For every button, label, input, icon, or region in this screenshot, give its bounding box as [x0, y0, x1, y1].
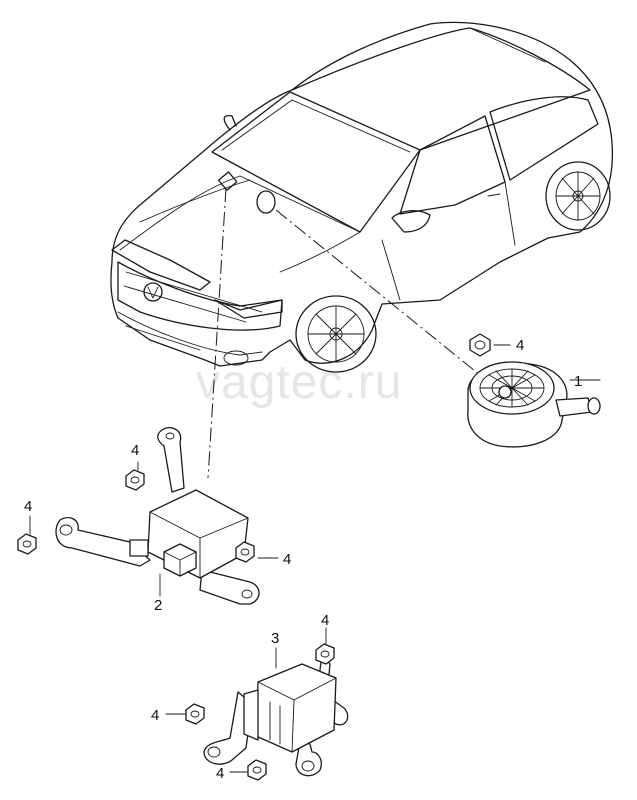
watermark-text: vagtec.ru [196, 356, 402, 409]
vw-logo-icon [143, 282, 163, 302]
nut-icon [185, 703, 205, 725]
callout-nut: 4 [151, 707, 159, 724]
callout-part-3: 3 [271, 630, 279, 647]
sensor-marker-circle [256, 190, 276, 214]
nut-icon [469, 333, 491, 357]
sensor-marker-square [217, 171, 238, 191]
nut-icon [247, 759, 267, 781]
leader-line-control-unit [207, 187, 227, 479]
nut-icon [125, 469, 145, 491]
callout-nut: 4 [24, 498, 32, 515]
callout-nut: 4 [216, 765, 224, 782]
rear-wheel [545, 161, 611, 231]
callout-part-1: 1 [574, 373, 582, 390]
part-1-alarm-horn [467, 333, 601, 448]
part-2-control-unit [17, 427, 260, 605]
part-3-control-unit [185, 643, 349, 781]
nut-icon [315, 643, 335, 665]
leader-line-horn [275, 209, 497, 389]
callout-part-2: 2 [154, 597, 162, 614]
callout-nut: 4 [131, 442, 139, 459]
front-wheel [295, 295, 377, 373]
nut-icon [235, 541, 255, 563]
nut-icon [17, 533, 37, 555]
callout-nut: 4 [516, 337, 524, 354]
callout-nut: 4 [283, 551, 291, 568]
car-illustration [110, 21, 614, 373]
callout-nut: 4 [321, 612, 329, 629]
